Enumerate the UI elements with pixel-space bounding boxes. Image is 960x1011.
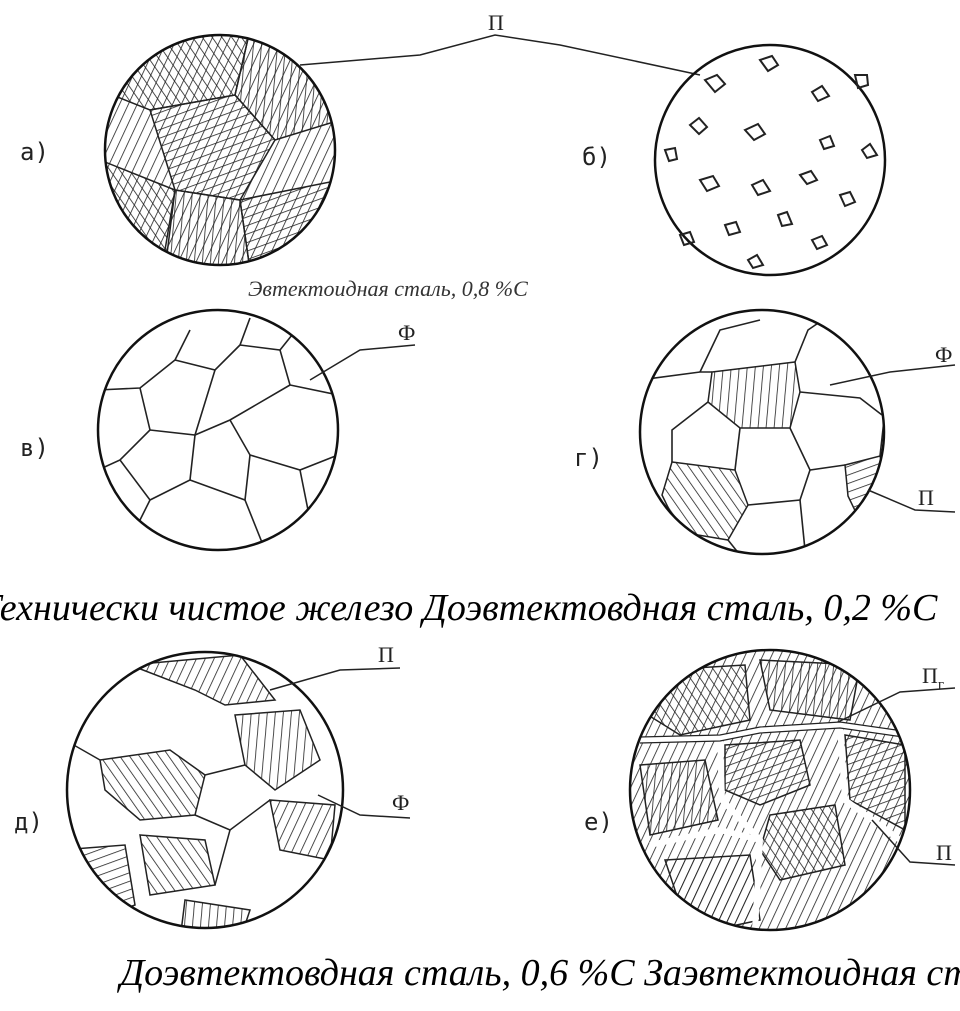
caption-eutectoid: Эвтектоидная сталь, 0,8 %С	[248, 276, 528, 301]
tag-ferrite-d: Ф	[392, 790, 409, 815]
tag-pearlite-top: П	[488, 10, 504, 35]
caption-row3: Доэвтектовдная сталь, 0,6 %С Заэвтектоид…	[117, 952, 960, 994]
panel-e-label: е)	[584, 808, 613, 836]
panel-v-label: в)	[20, 434, 49, 462]
pearlite-leader-d	[270, 668, 400, 690]
tag-pearlite-e-top: Пг	[922, 663, 944, 693]
panel-e-hypereutectoid: е) Пг П	[584, 640, 955, 940]
tag-pearlite-d: П	[378, 642, 394, 667]
tag-pearlite-e-top-main: П	[922, 663, 938, 688]
tag-pearlite-e-bottom: П	[936, 840, 952, 865]
panel-d-label: д)	[14, 808, 43, 836]
tag-ferrite-g: Ф	[935, 342, 952, 367]
tag-ferrite-v: Ф	[398, 320, 415, 345]
pearlite-leader-line	[300, 35, 700, 75]
tag-pearlite-g: П	[918, 485, 934, 510]
panel-b-label: б)	[582, 143, 611, 171]
tag-pearlite-e-top-sub: г	[938, 677, 944, 693]
pearlite-leader-g	[868, 490, 955, 512]
panel-a-pearlite: а)	[20, 30, 340, 270]
panel-b-granular: б)	[582, 45, 885, 275]
panel-g-label: г)	[574, 444, 603, 472]
caption-row2: Технически чистое железо Доэвтектовдная …	[0, 587, 938, 629]
panel-a-label: а)	[20, 138, 49, 166]
panel-d-hypoeutectoid-06: д) П Ф	[14, 642, 410, 940]
panel-v-ferrite: в) Ф	[20, 310, 415, 550]
ferrite-leader-g	[830, 365, 955, 385]
panel-g-hypoeutectoid-02: г) Ф П	[574, 310, 955, 555]
